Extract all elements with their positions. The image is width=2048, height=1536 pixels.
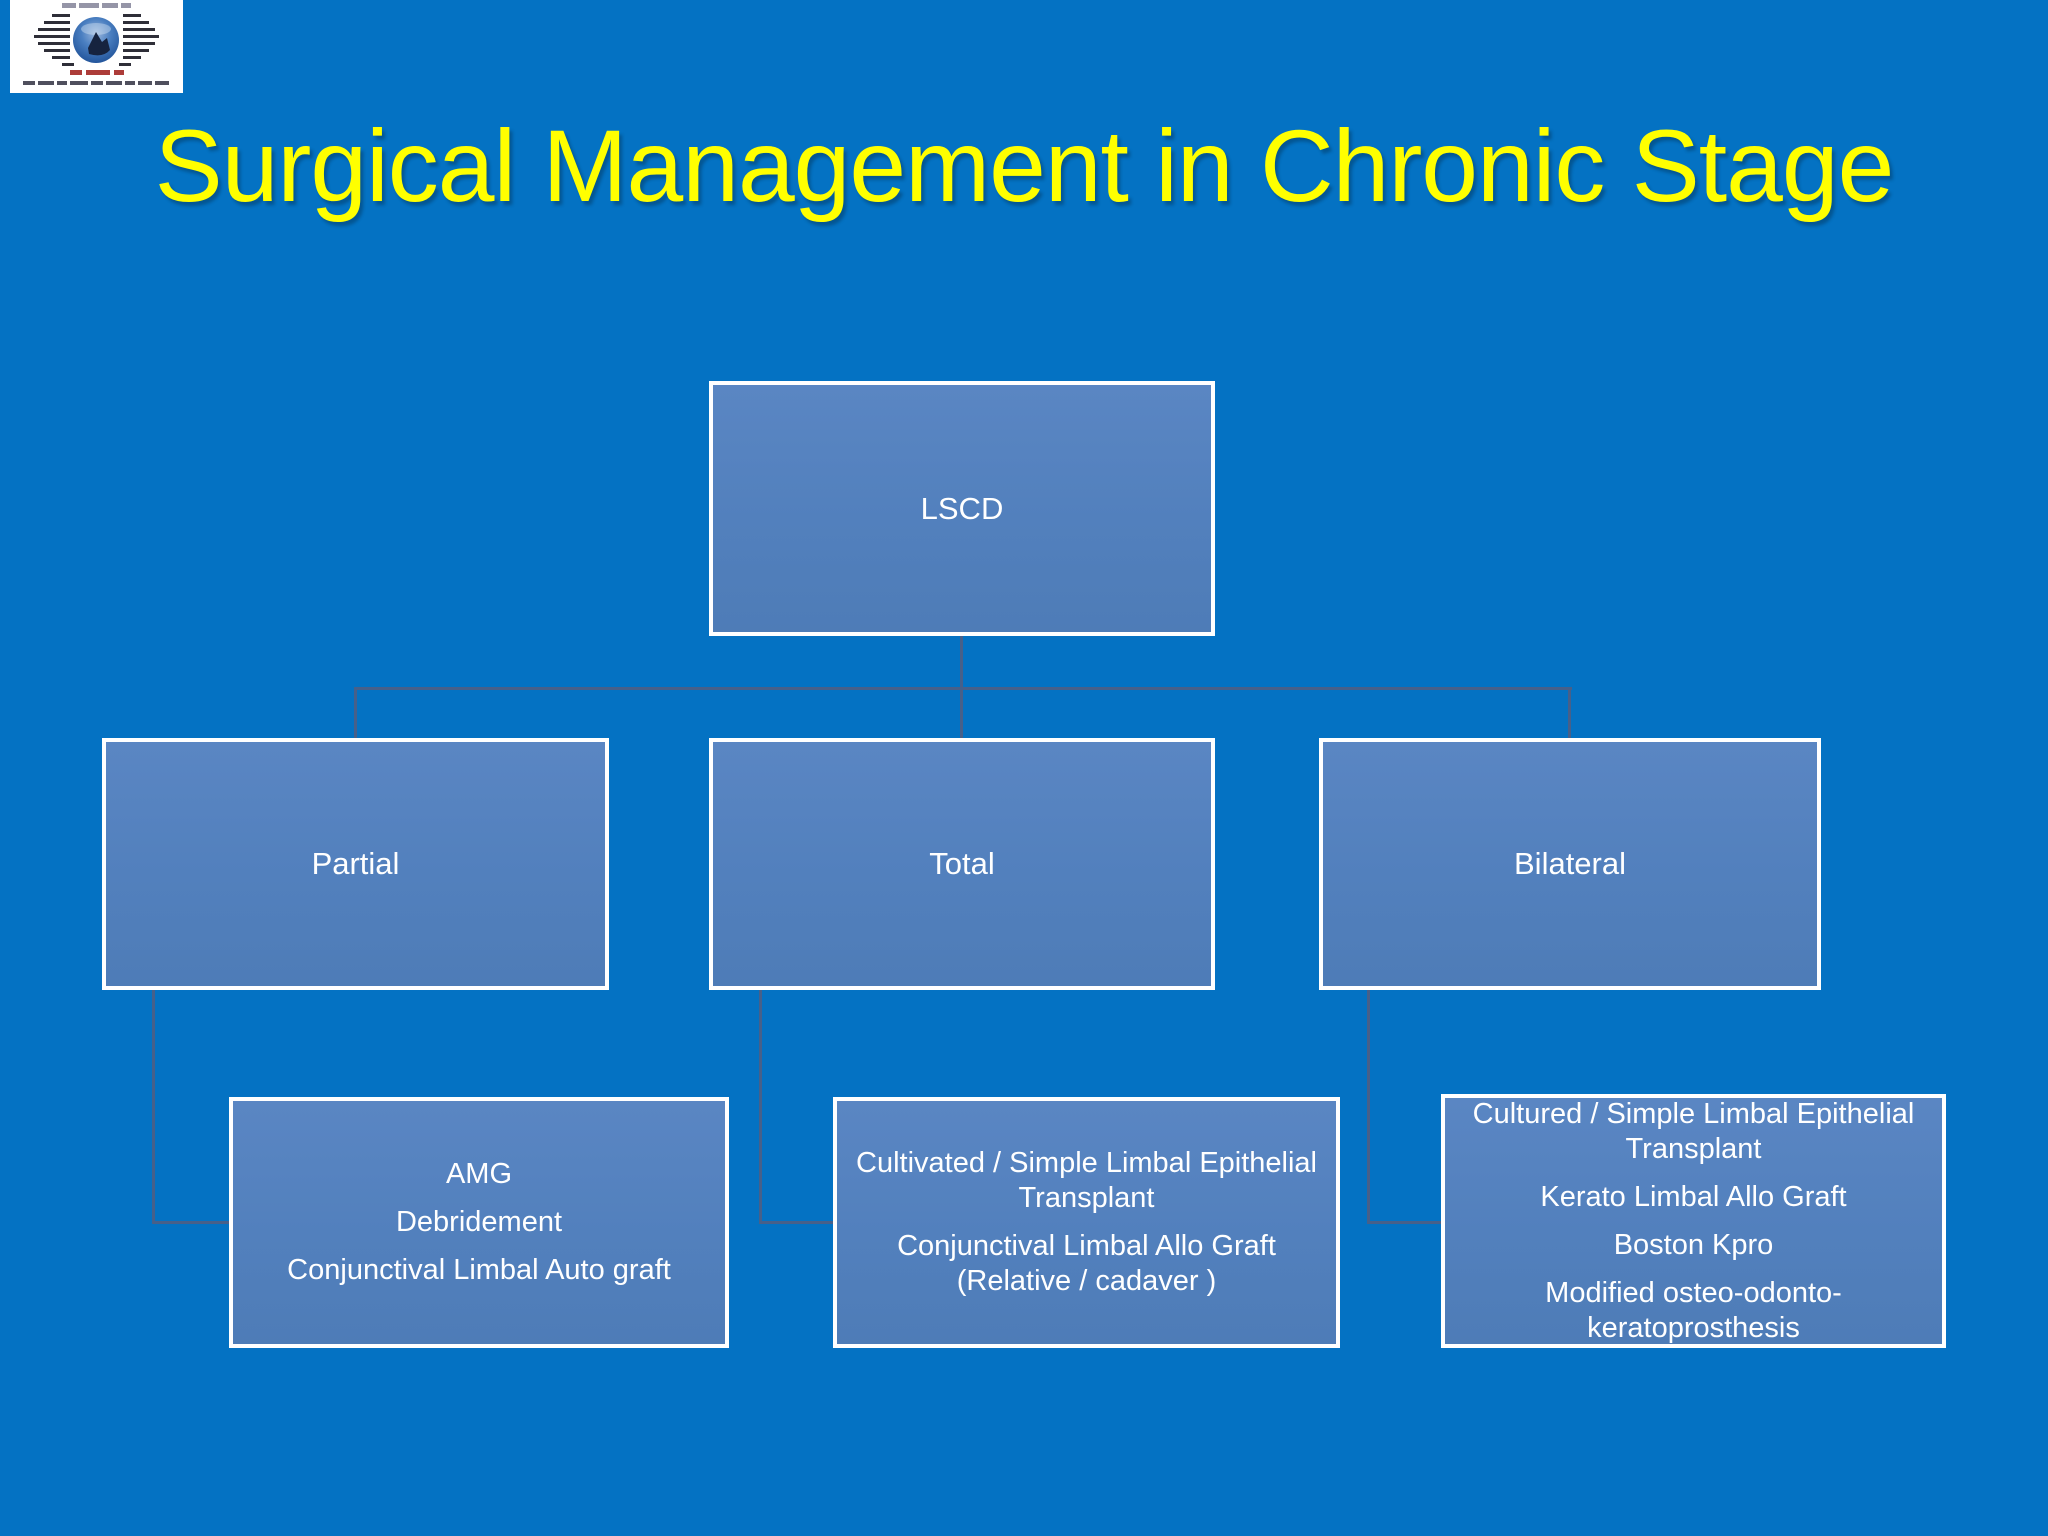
connector-elbow-partial-vertical — [152, 990, 155, 1224]
logo-eye-highlight — [81, 23, 111, 35]
treatment-item: Conjunctival Limbal Auto graft — [287, 1254, 671, 1286]
node-bilateral-label: Bilateral — [1514, 846, 1626, 882]
treatment-item: Conjunctival Limbal Allo Graft (Relative… — [897, 1230, 1276, 1297]
treatment-item: Kerato Limbal Allo Graft — [1540, 1180, 1847, 1213]
treatment-item: Boston Kpro — [1613, 1228, 1774, 1261]
node-lscd-label: LSCD — [920, 490, 1004, 526]
connector-drop-total — [960, 690, 963, 738]
connector-elbow-total-vertical — [759, 990, 762, 1224]
logo-eye-pupil — [88, 32, 110, 56]
logo-red-caption — [70, 70, 124, 75]
connector-elbow-bilateral-vertical — [1367, 990, 1370, 1224]
treatment-item: Modified osteo-odonto-keratoprosthesis — [1545, 1276, 1842, 1344]
node-partial-treatments-body: AMG Debridement Conjunctival Limbal Auto… — [233, 1157, 725, 1288]
connector-elbow-total-horizontal — [759, 1221, 833, 1224]
treatment-item: Cultivated / Simple Limbal Epithelial Tr… — [856, 1147, 1317, 1214]
connector-drop-partial — [354, 690, 357, 738]
connector-elbow-bilateral-horizontal — [1367, 1221, 1441, 1224]
node-partial: Partial — [102, 738, 609, 990]
node-bilateral-treatments: Cultured / Simple Limbal Epithelial Tran… — [1441, 1094, 1946, 1348]
node-total-treatments: Cultivated / Simple Limbal Epithelial Tr… — [833, 1097, 1340, 1348]
node-total-treatments-body: Cultivated / Simple Limbal Epithelial Tr… — [837, 1146, 1336, 1299]
eye-logo-icon — [23, 3, 169, 85]
treatment-item: Debridement — [395, 1206, 563, 1238]
node-bilateral: Bilateral — [1319, 738, 1821, 990]
logo-bottom-caption — [23, 81, 169, 85]
node-bilateral-treatments-body: Cultured / Simple Limbal Epithelial Tran… — [1445, 1097, 1942, 1346]
node-total: Total — [709, 738, 1215, 990]
node-partial-label: Partial — [311, 846, 400, 882]
slide-title: Surgical Management in Chronic Stage — [154, 109, 1895, 223]
logo-left-rays — [34, 14, 74, 66]
node-partial-treatments: AMG Debridement Conjunctival Limbal Auto… — [229, 1097, 729, 1348]
connector-horizontal-bar — [354, 687, 1572, 690]
node-lscd: LSCD — [709, 381, 1215, 636]
connector-root-drop — [960, 636, 963, 690]
connector-drop-bilateral — [1568, 690, 1571, 738]
treatment-item: AMG — [445, 1158, 513, 1190]
connector-elbow-partial-horizontal — [152, 1221, 229, 1224]
institute-logo — [10, 0, 183, 93]
treatment-item: Cultured / Simple Limbal Epithelial Tran… — [1472, 1097, 1915, 1165]
node-total-label: Total — [929, 846, 995, 882]
logo-right-rays — [119, 14, 159, 66]
logo-top-text — [62, 3, 131, 8]
